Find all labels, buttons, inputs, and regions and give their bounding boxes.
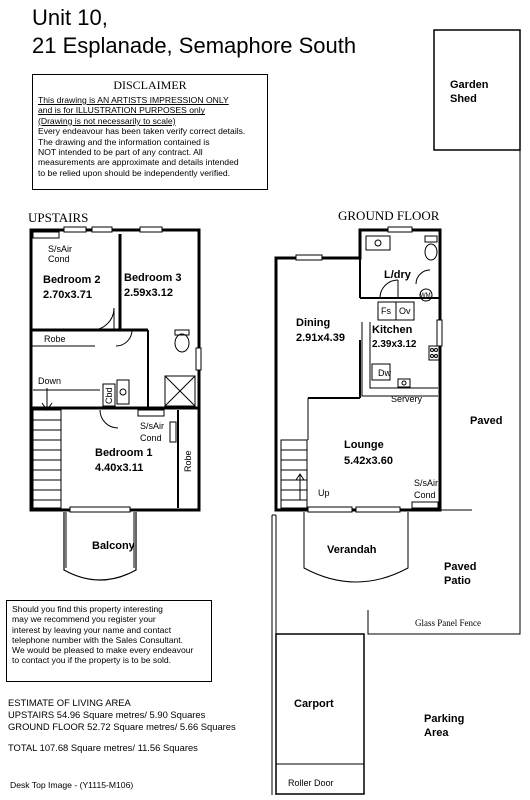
disclaimer-line: and is for ILLUSTRATION PURPOSES only [38,105,205,116]
area-upstairs: UPSTAIRS 54.96 Square metres/ 5.90 Squar… [8,709,206,720]
bedroom1-aircon-line2: Cond [140,433,162,443]
parking-area-line1: Parking [424,713,465,725]
upstairs-heading: UPSTAIRS [28,210,89,225]
ground-fixtures [271,29,521,795]
kitchen-size: 2.39x3.12 [372,339,417,350]
bedroom2-aircon-line1: S/sAir [48,244,73,254]
ground-aircon-line2: Cond [414,490,436,500]
dining-name: Dining [296,317,331,329]
bedroom1-aircon-line1: S/sAir [140,421,165,431]
interest-line: Should you find this property interestin… [12,604,163,614]
interest-line: to contact you if the property is to be … [12,655,172,666]
address-line-2: 21 Esplanade, Semaphore South [32,33,357,58]
interest-line: interest by leaving your name and contac… [12,624,172,635]
dining-size: 2.91x4.39 [296,332,345,344]
area-total: TOTAL 107.68 Square metres/ 11.56 Square… [8,742,198,753]
ground-aircon-line1: S/sAir [414,478,439,488]
interest-line: We would be pleased to make every endeav… [12,645,194,656]
lounge-name: Lounge [344,439,384,451]
disclaimer-line: Every endeavour has been taken verify co… [38,126,246,137]
roller-door-label: Roller Door [288,778,334,788]
stairs-up-label: Up [318,488,330,498]
garden-shed-line1: Garden [450,79,489,91]
carport-label: Carport [294,698,334,710]
bedroom1-name: Bedroom 1 [95,447,153,459]
servery-label: Servery [391,394,423,404]
interest-line: may we recommend you register your [12,614,156,625]
upstairs-fixtures [31,226,202,581]
disclaimer-line: NOT intended to be part of any contract.… [38,147,203,158]
ground-floor-heading: GROUND FLOOR [338,208,440,223]
bedroom2-name: Bedroom 2 [43,274,101,286]
area-heading: ESTIMATE OF LIVING AREA [8,697,131,708]
laundry-label: L/dry [384,269,411,281]
disclaimer-line: This drawing is AN ARTISTS IMPRESSION ON… [38,95,229,105]
fridge-space-label: Fs [381,306,391,316]
paved-patio-line1: Paved [444,561,477,573]
register-interest-box: Should you find this property interestin… [6,600,212,682]
kitchen-name: Kitchen [372,324,413,336]
stairs-down-label: Down [38,376,62,386]
disclaimer-box: DISCLAIMER This drawing is AN ARTISTS IM… [32,74,268,190]
disclaimer-heading: DISCLAIMER [113,78,187,92]
garden-shed-line2: Shed [450,93,477,105]
interest-line: telephone number with the Sales Consulta… [12,634,184,645]
lounge-size: 5.42x3.60 [344,455,393,467]
area-ground: GROUND FLOOR 52.72 Square metres/ 5.66 S… [8,721,236,732]
washing-machine-label: WM [420,293,431,299]
bedroom2-aircon-line2: Cond [48,254,70,264]
bedroom2-size: 2.70x3.71 [43,289,92,301]
address-line-1: Unit 10, [32,5,108,30]
bedroom3-size: 2.59x3.12 [124,287,173,299]
disclaimer-line: (Drawing is not necessarily to scale) [38,115,176,126]
dishwasher-label: Dw [378,368,391,378]
parking-area-line2: Area [424,727,449,739]
paved-label: Paved [470,415,503,427]
glass-fence-label: Glass Panel Fence [415,618,481,628]
disclaimer-line: The drawing and the information containe… [38,136,210,147]
bedroom1-size: 4.40x3.11 [95,462,144,474]
disclaimer-line: to be relied upon should be independentl… [38,167,231,178]
oven-label: Ov [399,306,411,316]
balcony-label: Balcony [92,540,135,552]
bedroom3-name: Bedroom 3 [124,272,182,284]
cbd-label: Cbd [104,387,114,404]
verandah-label: Verandah [327,544,377,556]
disclaimer-line: measurements are approximate and details… [38,157,239,168]
footer-reference: Desk Top Image - (Y1115-M106) [10,780,134,790]
robe-side-label: Robe [183,450,193,472]
ground-walls [274,228,442,512]
robe-top-label: Robe [44,334,66,344]
paved-patio-line2: Patio [444,575,471,587]
